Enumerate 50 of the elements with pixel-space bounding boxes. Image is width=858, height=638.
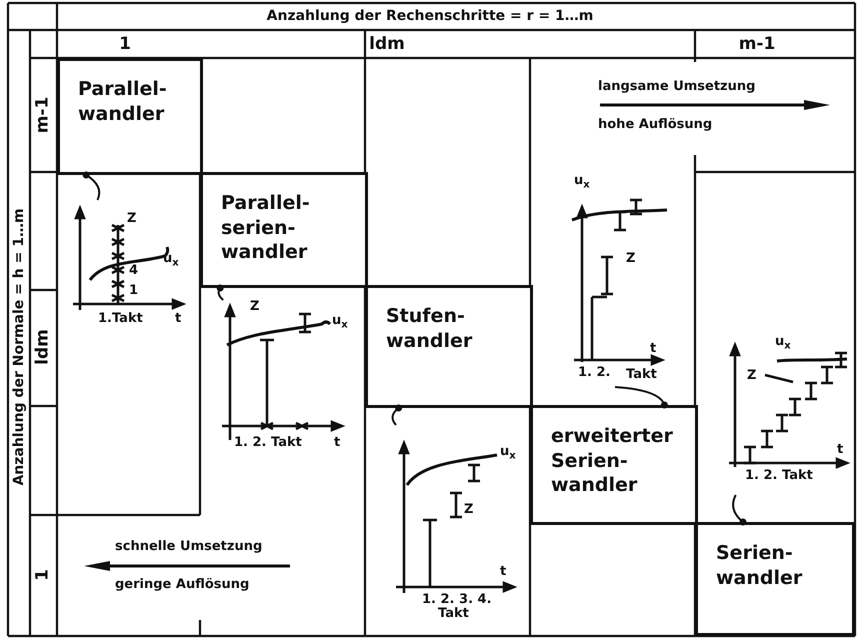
leader-line xyxy=(732,494,746,526)
axis-label: 1. 2. Takt xyxy=(745,469,813,482)
axis-label: 4 xyxy=(129,264,138,277)
axis-label: t xyxy=(175,312,182,325)
trend-text: schnelle Umsetzung xyxy=(115,540,262,553)
axis-label: t xyxy=(837,443,844,456)
axis-label: Takt xyxy=(626,368,657,381)
trend-text: hohe Auflösung xyxy=(598,118,712,131)
axis-label: 1.Takt xyxy=(98,312,143,325)
axis-label: 1. 2. Takt xyxy=(234,436,302,449)
converter-name: Parallel- serien- wandler xyxy=(221,191,311,266)
axis-label: u$_{x}$ xyxy=(332,314,348,331)
converter-name: Serien- wandler xyxy=(716,541,804,590)
converter-box xyxy=(695,522,855,636)
axis-label: 1. 2. 3. 4. xyxy=(422,593,492,606)
converter-box xyxy=(57,58,203,175)
axis-label: u$_{x}$ xyxy=(500,445,516,462)
axis-label: u$_{x}$ xyxy=(775,335,791,352)
axis-label: u$_{x}$ xyxy=(574,174,590,191)
axis-heading: Anzahlung der Rechenschritte = r = 1…m xyxy=(266,9,594,23)
leader-line xyxy=(216,284,224,301)
converter-name: Parallel- wandler xyxy=(78,77,168,126)
axis-heading: m-1 xyxy=(34,96,52,134)
leader-line xyxy=(82,172,100,200)
axis-label: Z xyxy=(127,212,136,225)
leader-line xyxy=(392,404,402,426)
axis-label: Z xyxy=(626,252,636,265)
converter-box xyxy=(365,285,533,408)
converter-box xyxy=(530,405,698,525)
axis-heading: 1 xyxy=(119,36,131,53)
axis-heading: ldm xyxy=(34,329,52,365)
leader-line xyxy=(614,386,668,408)
converter-name: erweiterter Serien- wandler xyxy=(551,424,674,498)
axis-label: t xyxy=(500,565,506,578)
axis-label: 1. 2. xyxy=(578,366,610,379)
axis-label: Z xyxy=(747,369,756,382)
axis-label: 1 xyxy=(129,284,138,297)
axis-label: t xyxy=(334,436,340,449)
converter-name: Stufen- wandler xyxy=(386,304,474,354)
axis-heading: 1 xyxy=(34,569,52,581)
axis-heading: m-1 xyxy=(738,36,776,53)
converter-box xyxy=(200,172,368,288)
trend-text: langsame Umsetzung xyxy=(598,80,756,93)
axis-label: Z xyxy=(464,503,474,516)
axis-heading: ldm xyxy=(369,36,405,53)
axis-heading: Anzahlung der Normale = h = 1…m xyxy=(12,208,26,486)
axis-label: Z xyxy=(250,300,260,313)
trend-text: geringe Auflösung xyxy=(115,578,250,591)
axis-label: t xyxy=(650,342,656,355)
axis-label: Takt xyxy=(438,607,469,620)
